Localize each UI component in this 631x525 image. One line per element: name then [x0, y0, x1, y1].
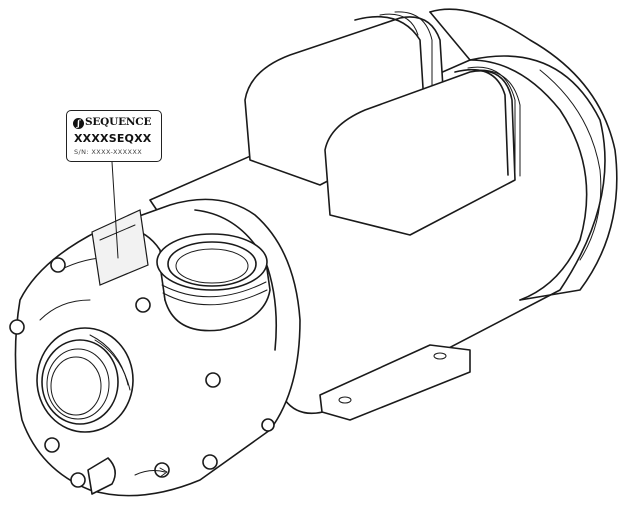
- brand-text: SEQUENCE: [85, 116, 152, 128]
- suction-port: [36, 327, 134, 433]
- housing-bolts: [9, 257, 275, 488]
- drain-plug: [87, 457, 168, 495]
- capacitor-housing-front: [324, 66, 521, 236]
- sequence-logo-icon: ʃ: [73, 118, 84, 129]
- model-number: XXXXSEQXX: [74, 132, 152, 145]
- discharge-port: [156, 233, 271, 332]
- serial-number: S/N: XXXX-XXXXXX: [74, 148, 143, 156]
- mounting-foot: [319, 344, 471, 421]
- label-leader-line: [111, 161, 119, 259]
